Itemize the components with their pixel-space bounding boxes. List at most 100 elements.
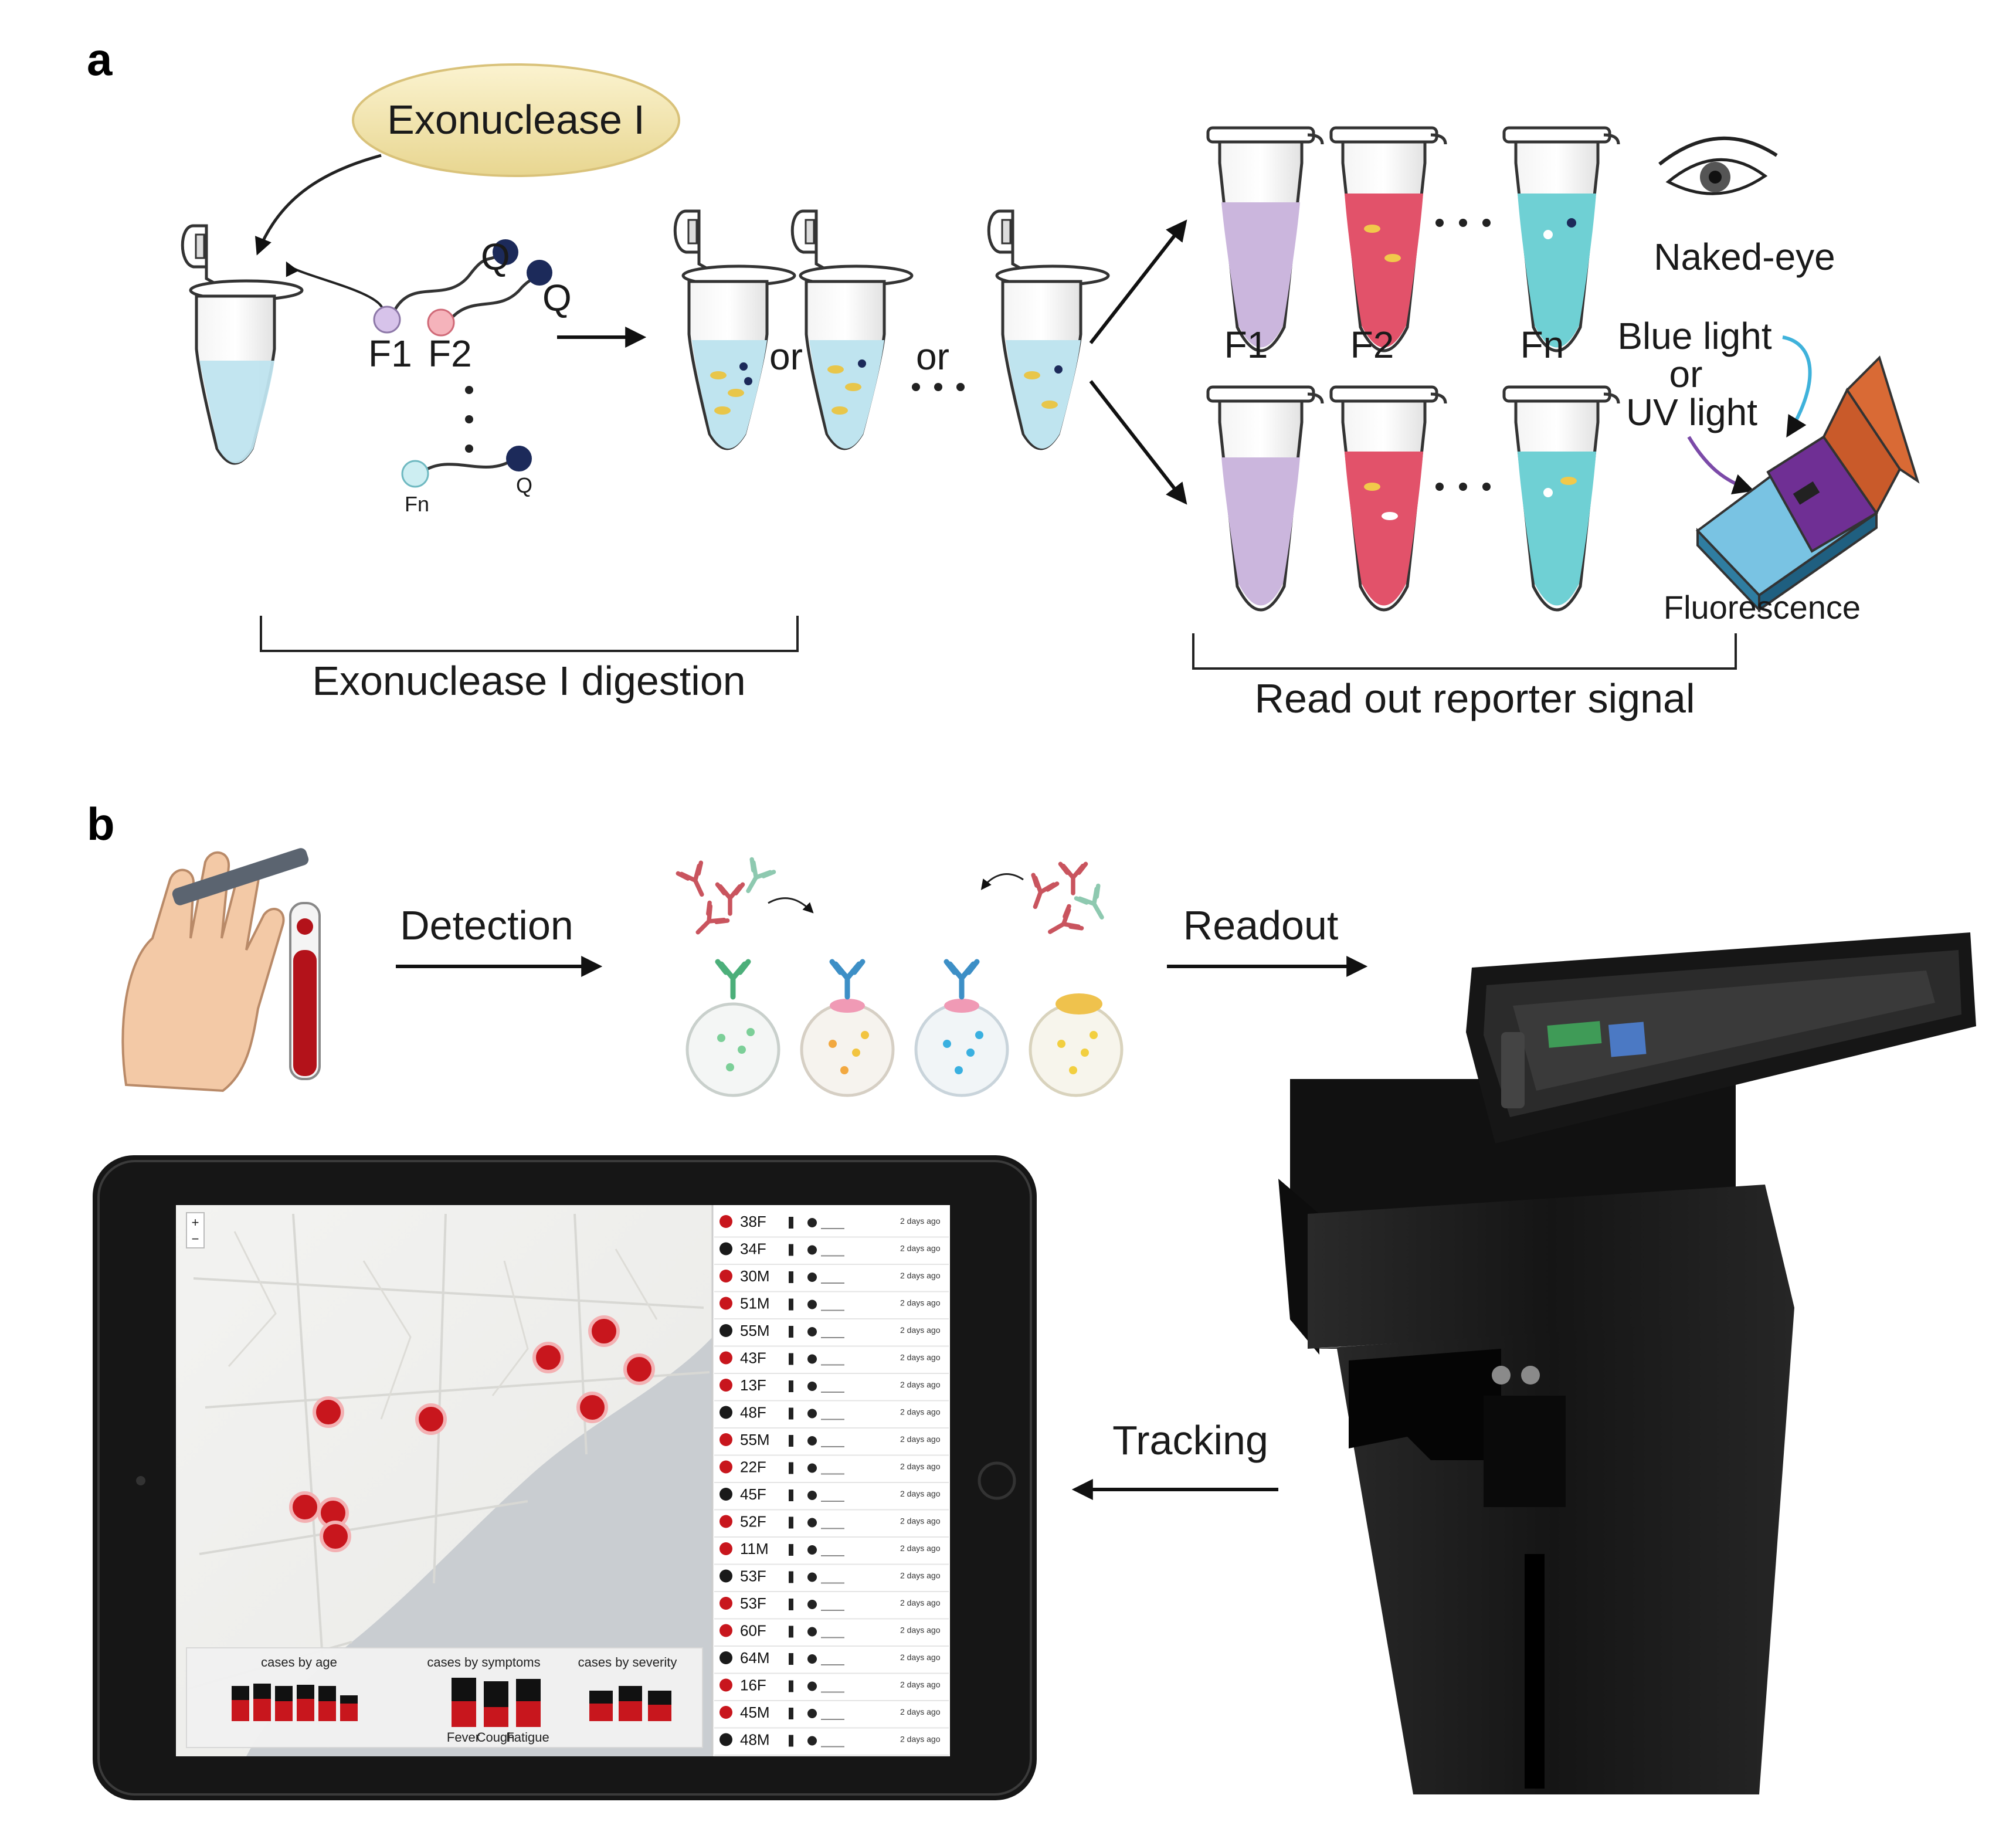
thermometer-icon <box>789 1244 793 1256</box>
home-button-icon <box>978 1461 1016 1500</box>
symptom-icon <box>807 1736 817 1746</box>
readout-tube-f1-bottom <box>1208 387 1322 610</box>
case-marker[interactable] <box>532 1342 564 1373</box>
tube-digested-2 <box>792 211 912 449</box>
summary-bar-bottom <box>589 1704 613 1721</box>
summary-bar-top <box>232 1686 249 1700</box>
patient-time: 2 days ago <box>900 1244 941 1253</box>
patient-status-icon <box>719 1624 732 1637</box>
thermometer-icon <box>789 1489 793 1501</box>
immunoassay-beads <box>678 859 1124 1097</box>
patient-id: 60F <box>740 1622 766 1640</box>
thermometer-icon <box>789 1271 793 1283</box>
case-marker[interactable] <box>313 1396 344 1428</box>
patient-time: 2 days ago <box>900 1516 941 1526</box>
patient-id: 55M <box>740 1431 770 1448</box>
patient-time: 2 days ago <box>900 1680 941 1689</box>
enzyme-blob <box>352 63 680 177</box>
patient-id: 51M <box>740 1295 770 1312</box>
patient-id: 16F <box>740 1677 766 1694</box>
patient-status-icon <box>719 1406 732 1419</box>
summary-bar-bottom <box>648 1705 671 1721</box>
patient-time: 2 days ago <box>900 1407 941 1417</box>
patient-time: 2 days ago <box>900 1707 941 1716</box>
enzyme-arrow <box>255 154 382 256</box>
case-marker[interactable] <box>415 1403 447 1435</box>
patient-status-icon <box>719 1542 732 1555</box>
case-marker[interactable] <box>289 1491 321 1523</box>
patient-status-icon <box>719 1324 732 1337</box>
symptom-icon <box>807 1545 817 1555</box>
summary-bar-top <box>648 1691 671 1705</box>
symptom-icon <box>807 1299 817 1309</box>
thermometer-icon <box>789 1653 793 1665</box>
thermometer-icon <box>789 1544 793 1556</box>
patient-status-icon <box>719 1488 732 1501</box>
patient-status-icon <box>719 1215 732 1228</box>
symptom-label-fever: Fever <box>447 1730 480 1745</box>
symptom-icon <box>807 1681 817 1691</box>
summary-bar-bottom <box>340 1704 358 1721</box>
detection-label: Detection <box>400 902 573 948</box>
thermometer-icon <box>789 1599 793 1610</box>
symptom-icon <box>807 1409 817 1419</box>
ellipsis-top <box>1435 219 1491 227</box>
case-marker[interactable] <box>623 1353 655 1385</box>
patient-status-icon <box>719 1515 732 1528</box>
thermometer-icon <box>789 1735 793 1747</box>
panel-b: b Detection <box>87 798 1976 1800</box>
zoom-out-icon[interactable]: − <box>192 1231 199 1246</box>
patient-id: 45M <box>740 1704 770 1721</box>
patient-id: 38F <box>740 1213 766 1230</box>
readout-tube-fn-top <box>1504 128 1618 351</box>
case-marker[interactable] <box>588 1315 620 1347</box>
or-label-1: or <box>769 335 803 378</box>
symptom-icon <box>807 1709 817 1718</box>
tube-initial <box>182 226 302 463</box>
summary-bar-top <box>589 1691 613 1704</box>
summary-bar-bottom <box>452 1701 476 1727</box>
patient-time: 2 days ago <box>900 1325 941 1335</box>
patient-row[interactable]: 16F 2 days ago <box>714 1677 949 1701</box>
patient-row[interactable]: 45M 2 days ago <box>714 1704 949 1729</box>
case-marker[interactable] <box>576 1392 608 1423</box>
patient-status-icon <box>719 1270 732 1282</box>
patient-id: 13F <box>740 1376 766 1394</box>
symptom-icon <box>807 1654 817 1664</box>
probe-q2-label: Q <box>542 277 572 319</box>
zoom-in-icon[interactable]: + <box>192 1215 199 1230</box>
case-marker[interactable] <box>320 1521 351 1552</box>
zoom-control[interactable] <box>186 1212 205 1248</box>
uv-light-arrow <box>1687 436 1754 494</box>
bead-blue <box>914 962 1009 1097</box>
thermometer-icon <box>789 1407 793 1420</box>
chart-title-age: cases by age <box>261 1655 337 1670</box>
patient-status-icon <box>719 1651 732 1664</box>
symptom-label-cough: Cough <box>477 1730 515 1745</box>
thermometer-icon <box>789 1353 793 1365</box>
readout-tube-f2-bottom <box>1331 387 1445 610</box>
patient-id: 22F <box>740 1458 766 1476</box>
summary-bar-bottom <box>253 1699 271 1721</box>
summary-bar-bottom <box>516 1701 541 1727</box>
patient-id: 45F <box>740 1485 766 1503</box>
patient-status-icon <box>719 1733 732 1746</box>
